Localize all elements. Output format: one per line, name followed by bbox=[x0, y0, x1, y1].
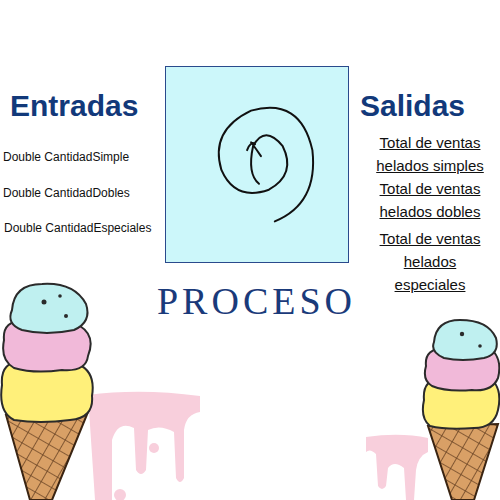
process-square bbox=[165, 66, 349, 263]
input-variable: Double CantidadDobles bbox=[3, 186, 130, 200]
inputs-heading: Entradas bbox=[10, 88, 138, 124]
input-variable: Double CantidadSimple bbox=[3, 150, 129, 164]
process-box: PROCESO bbox=[110, 66, 403, 323]
output-item: Total de ventas helados especiales bbox=[370, 227, 490, 296]
outputs-heading: Salidas bbox=[360, 88, 465, 124]
spiral-symbol bbox=[166, 67, 348, 262]
output-item: Total de ventas helados simples bbox=[363, 131, 497, 177]
process-label: PROCESO bbox=[110, 281, 403, 323]
input-variable: Double CantidadEspeciales bbox=[4, 221, 151, 235]
output-item: Total de ventas helados dobles bbox=[363, 177, 497, 223]
